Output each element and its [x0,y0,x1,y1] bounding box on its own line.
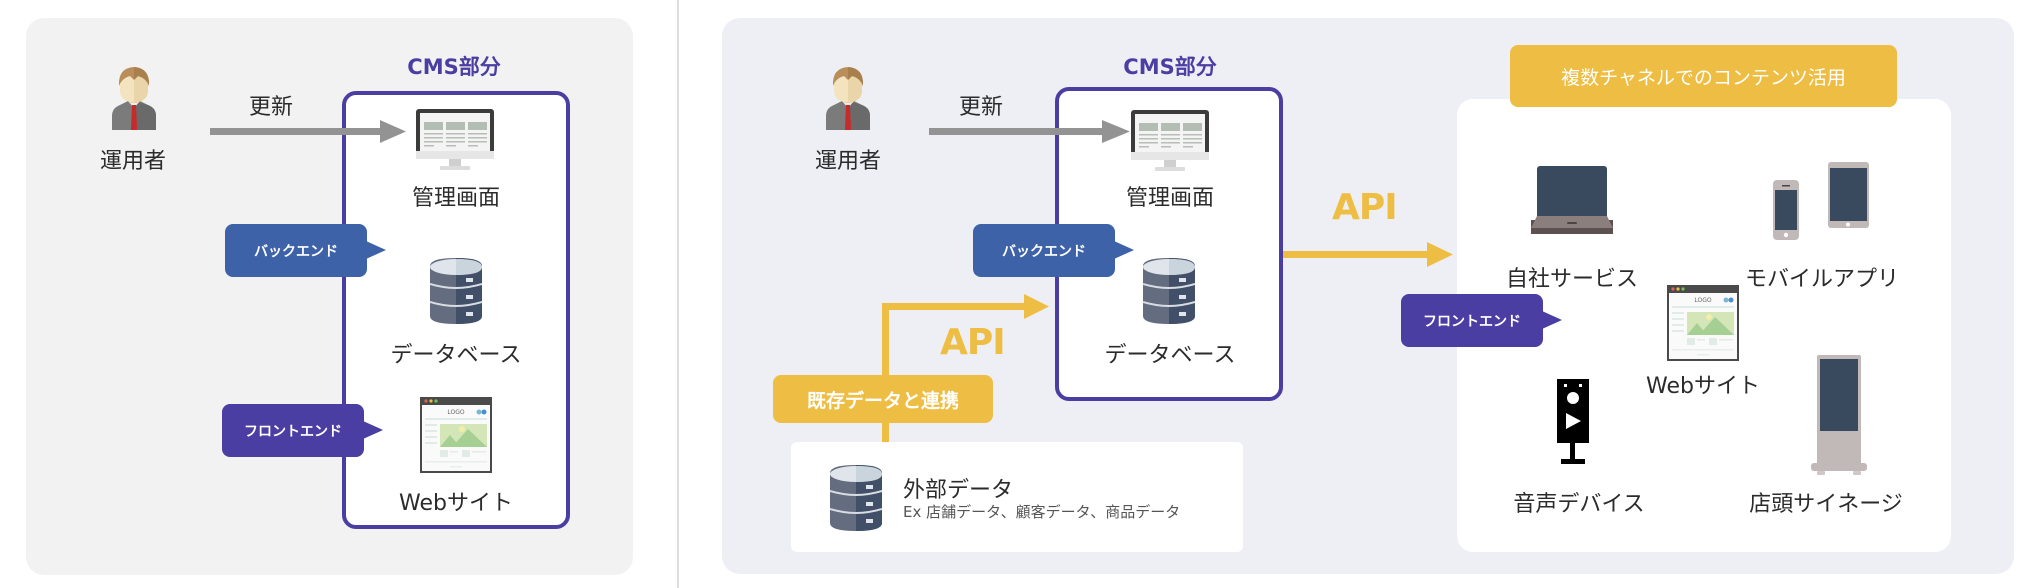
website-label: Webサイト [399,491,513,516]
database-icon [830,465,882,531]
channels-title: 複数チャネルでのコンテンツ活用 [1510,45,1897,107]
update-label: 更新 [248,95,293,120]
database-label: データベース [1104,343,1236,368]
mobile-devices-icon [1773,162,1869,240]
api-in-arrow [882,294,1049,444]
cms-title: CMS部分 [407,55,501,79]
monitor-icon [1131,110,1209,174]
website-icon [420,397,492,473]
frontend-bubble: フロントエンド [1401,294,1562,347]
voice-device-label: 音声デバイス [1513,492,1645,517]
integration-tag: 既存データと連携 [773,375,993,423]
laptop-icon [1531,166,1613,234]
cms-title: CMS部分 [1123,55,1217,79]
frontend-bubble: フロントエンド [222,404,383,457]
speaker-icon [1557,379,1589,465]
website-icon [1667,285,1739,361]
backend-bubble: バックエンド [225,224,386,277]
person-icon [818,64,878,132]
database-icon [430,258,482,324]
mobile-app-label: モバイルアプリ [1744,267,1899,292]
panel-divider [677,0,679,588]
api-out-arrow [1283,242,1453,267]
update-arrow-head [340,120,406,143]
database-icon [1143,258,1195,324]
admin-screen-label: 管理画面 [411,186,500,211]
external-data-title: 外部データ [903,478,1014,503]
operator-label: 運用者 [99,149,166,174]
website-label: Webサイト [1646,374,1760,399]
signage-label: 店頭サイネージ [1749,492,1903,517]
monitor-icon [416,109,494,173]
digital-signage-icon [1811,355,1867,477]
own-service-label: 自社サービス [1505,267,1638,292]
admin-screen-label: 管理画面 [1125,186,1214,211]
api-out-label: API [1332,187,1398,228]
api-in-label: API [940,322,1006,363]
external-data-subtitle: Ex 店舗データ、顧客データ、商品データ [903,503,1181,521]
database-label: データベース [390,343,522,368]
update-label: 更新 [958,95,1003,120]
backend-bubble: バックエンド [973,224,1134,277]
update-arrow [929,120,1129,143]
person-icon [104,64,164,132]
operator-label: 運用者 [814,149,881,174]
